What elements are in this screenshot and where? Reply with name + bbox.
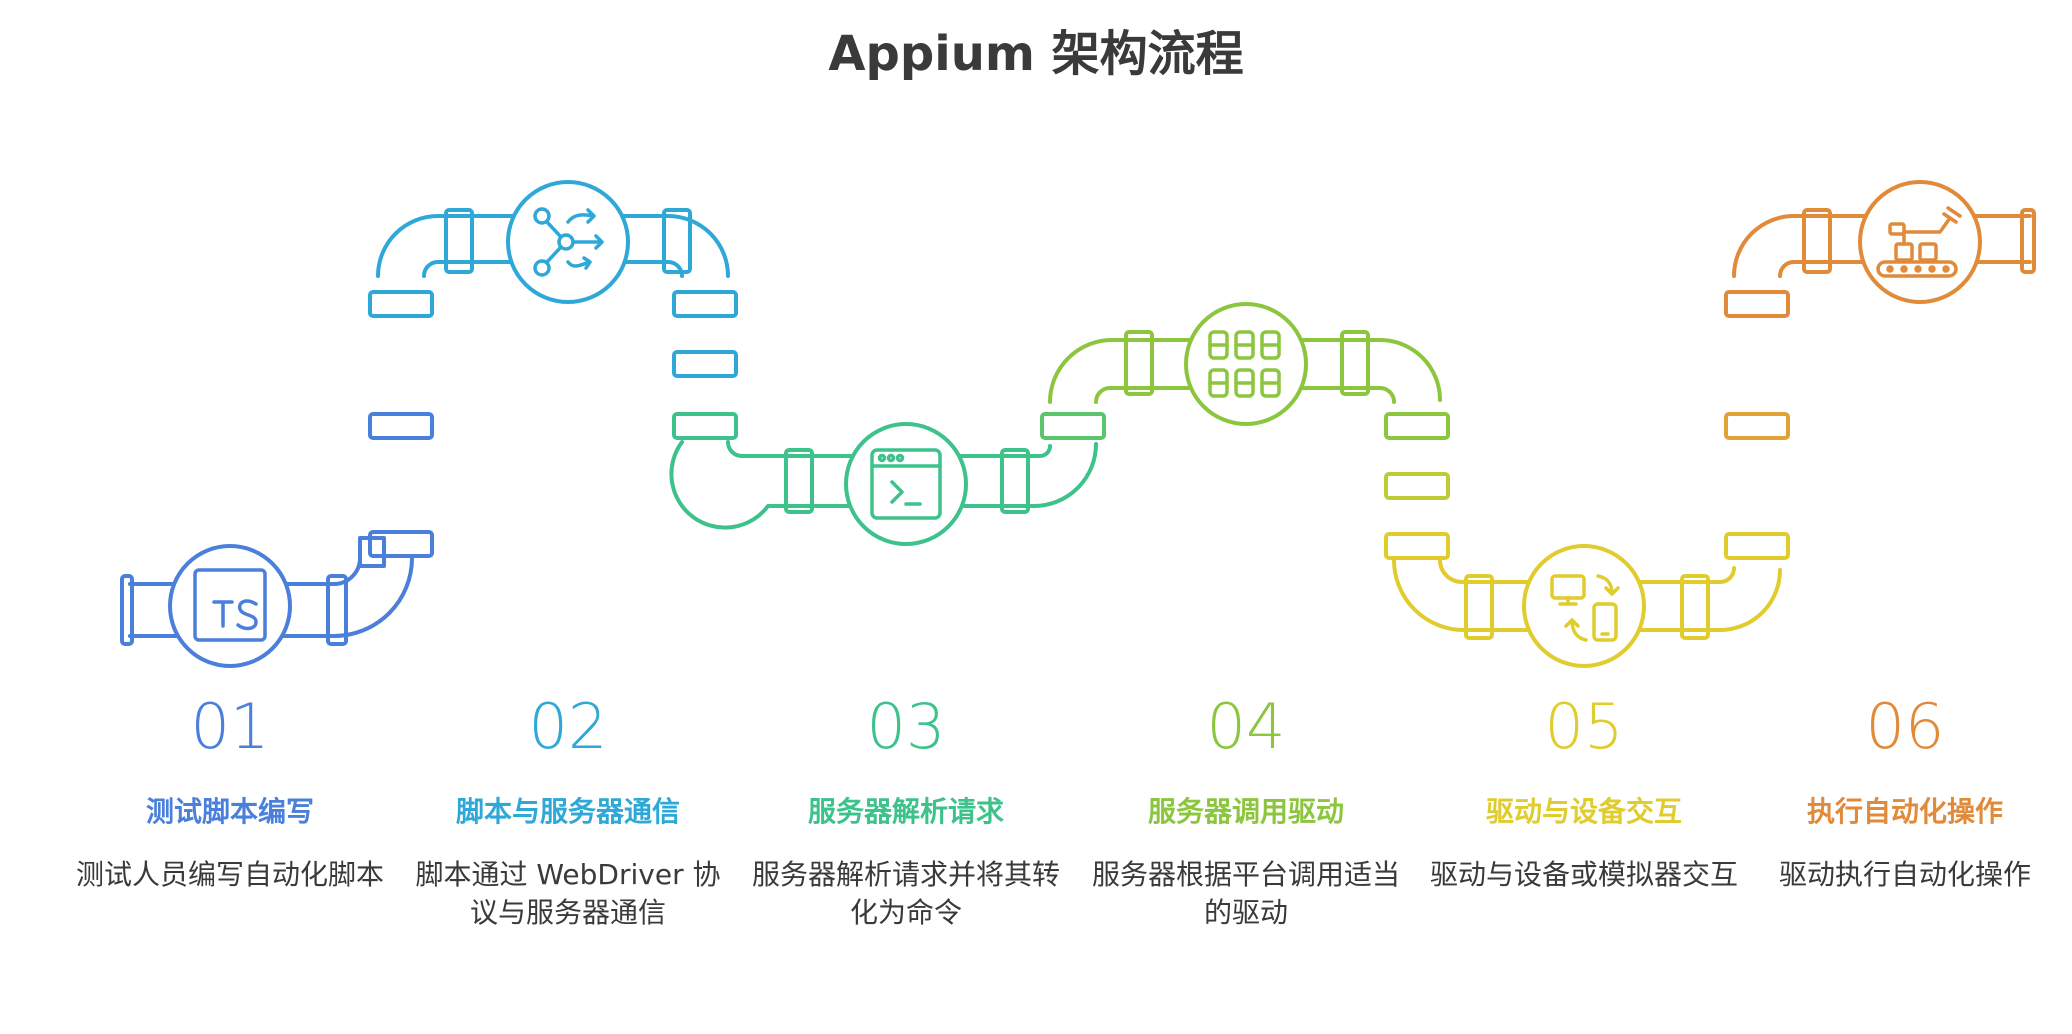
pipe-segment-6 [1732, 208, 2036, 278]
step-number: 02 [528, 690, 608, 763]
node-circle-5 [1522, 544, 1646, 668]
step-heading: 驱动与设备交互 [1485, 795, 1682, 828]
page-title: Appium 架构流程 [828, 26, 1244, 82]
pipe-segment-1 [120, 536, 414, 646]
device-sync-icon [1550, 574, 1620, 642]
step-number: 05 [1544, 690, 1624, 763]
server-grid-icon [1208, 330, 1281, 398]
step-description: 测试人员编写自动化脚本 [75, 858, 384, 891]
node-circle-6 [1858, 180, 1982, 304]
step-description: 驱动执行自动化操作 [1778, 858, 2031, 891]
step-heading: 脚本与服务器通信 [455, 795, 680, 828]
terminal-window-icon [870, 448, 942, 520]
step-description: 服务器解析请求并将其转化为命令 [751, 858, 1060, 929]
step-number: 03 [866, 690, 946, 763]
node-circle-1 [168, 544, 292, 668]
step-number: 06 [1865, 690, 1945, 763]
pipe-segment-5 [1392, 558, 1782, 640]
pipe-vertical-5 [1732, 274, 1782, 572]
network-share-icon [533, 207, 604, 277]
step-heading: 测试脚本编写 [145, 795, 314, 828]
step-number: 04 [1206, 690, 1286, 763]
robot-arm-icon [1876, 206, 1962, 278]
step-description: 服务器根据平台调用适当的驱动 [1091, 858, 1400, 929]
node-circle-2 [506, 180, 630, 304]
step-description: 驱动与设备或模拟器交互 [1429, 858, 1738, 891]
step-heading: 服务器调用驱动 [1147, 795, 1344, 828]
node-circle-3 [844, 422, 968, 546]
pipe-vertical-2 [680, 274, 730, 444]
step-heading: 执行自动化操作 [1806, 795, 2003, 828]
node-circle-4 [1184, 302, 1308, 426]
step-heading: 服务器解析请求 [807, 795, 1004, 828]
pipe-segment-3 [669, 440, 1098, 530]
step-description: 脚本通过 WebDriver 协议与服务器通信 [415, 858, 721, 929]
step-number: 01 [190, 690, 270, 763]
typescript-icon [193, 568, 267, 642]
pipe-vertical-1 [376, 274, 426, 560]
